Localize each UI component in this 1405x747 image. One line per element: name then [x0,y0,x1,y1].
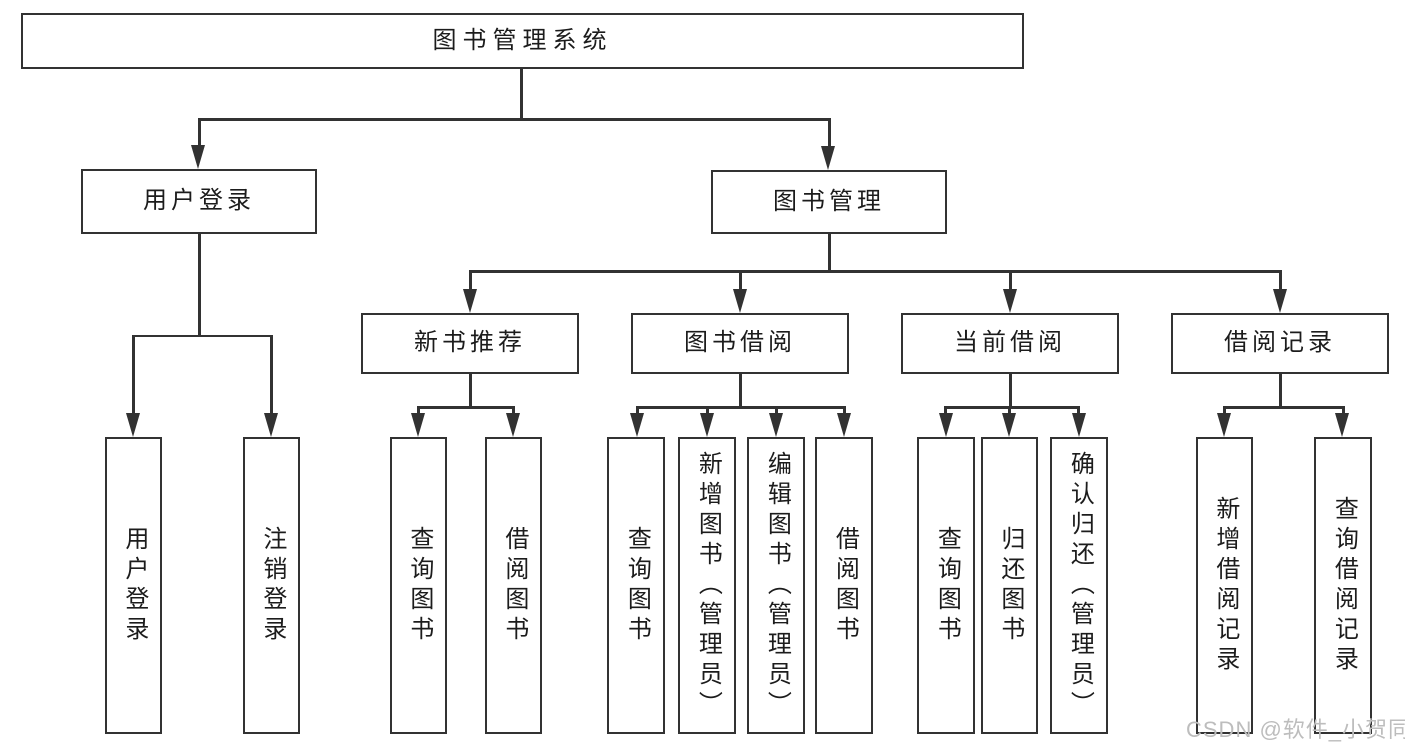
connector-line [1009,374,1012,408]
arrowhead-down [462,289,477,313]
connector-line [469,270,472,298]
arrowhead-down [264,413,278,437]
connector-line [1009,270,1012,298]
node-root: 图书管理系统 [21,13,1024,69]
leaf-nbr-borrow-books: 借阅图书 [485,437,542,734]
connector-line [739,374,742,408]
connector-line [828,234,831,272]
connector-line [469,270,1281,273]
arrowhead-down [1217,413,1231,437]
connector-line [944,406,1080,409]
connector-line [520,69,523,120]
arrowhead-down [629,413,644,437]
connector-line [270,334,273,422]
arrowhead-down [506,413,520,437]
connector-line [469,374,472,408]
node-book-borrow: 图书借阅 [631,313,849,374]
leaf-bb-query-books: 查询图书 [607,437,665,734]
watermark-text: CSDN @软件_小贺同学 [1186,717,1405,742]
leaf-cb-query-books: 查询图书 [917,437,975,734]
arrowhead-down [191,145,205,169]
leaf-bb-borrow-books: 借阅图书 [815,437,873,734]
arrowhead-down [1272,289,1287,313]
connector-line [198,118,201,154]
leaf-user-login: 用户登录 [105,437,162,734]
leaf-br-query-record: 查询借阅记录 [1314,437,1372,734]
arrowhead-down [1071,413,1086,437]
connector-line [132,334,135,422]
node-current-borrow: 当前借阅 [901,313,1119,374]
arrowhead-down [411,413,425,437]
leaf-br-add-record: 新增借阅记录 [1196,437,1253,734]
node-book-management: 图书管理 [711,170,947,234]
leaf-nbr-query-books: 查询图书 [390,437,447,734]
connector-line [828,118,831,154]
arrowhead-down [732,289,747,313]
arrowhead-down [938,413,953,437]
node-new-book-recommend: 新书推荐 [361,313,579,374]
connector-line [132,334,272,337]
arrowhead-down [821,146,835,170]
arrowhead-down [768,413,783,437]
arrowhead-down [1002,413,1016,437]
connector-line [198,234,201,337]
leaf-bb-add-books-admin: 新增图书（管理员） [678,437,736,734]
connector-line [1279,270,1282,298]
leaf-logout: 注销登录 [243,437,300,734]
leaf-cb-return-books: 归还图书 [981,437,1038,734]
leaf-cb-confirm-return-admin: 确认归还（管理员） [1050,437,1108,734]
connector-line [1279,374,1282,408]
connector-line [1223,406,1344,409]
leaf-bb-edit-books-admin: 编辑图书（管理员） [747,437,805,734]
arrowhead-down [126,413,140,437]
arrowhead-down [1002,289,1017,313]
connector-line [417,406,515,409]
connector-line [739,270,742,298]
arrowhead-down [836,413,851,437]
arrowhead-down [1335,413,1349,437]
node-borrow-record: 借阅记录 [1171,313,1389,374]
arrowhead-down [699,413,714,437]
connector-line [636,406,845,409]
connector-line [198,118,830,121]
node-user-login: 用户登录 [81,169,317,234]
